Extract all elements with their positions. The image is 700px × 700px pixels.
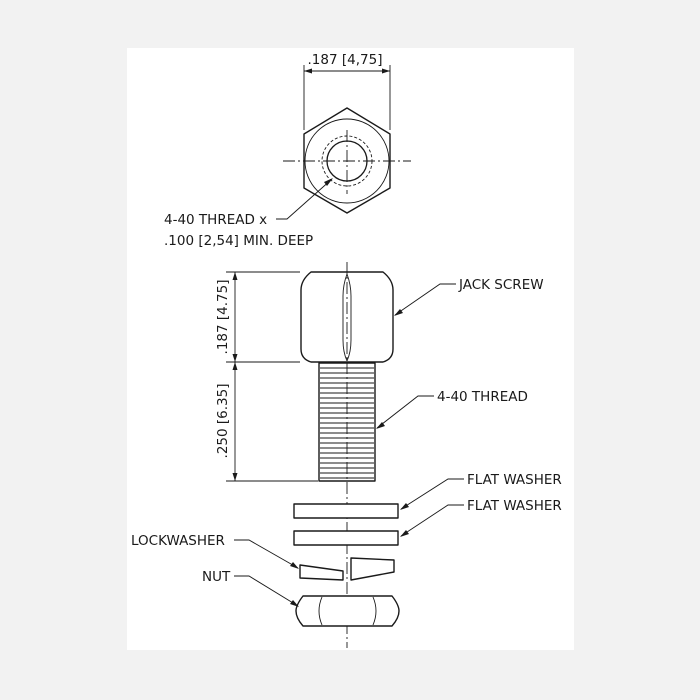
leader-thread <box>376 395 434 429</box>
thread-note-line-2: .100 [2,54] MIN. DEEP <box>164 233 313 249</box>
flat-washer-2 <box>293 530 399 546</box>
leader-arrowhead-flat-washer-2 <box>400 530 409 537</box>
flat-washers: FLAT WASHER FLAT WASHER <box>293 472 562 546</box>
lockwasher: LOCKWASHER <box>131 533 395 581</box>
arrowhead-thread-bottom <box>232 473 238 481</box>
leader-lockwasher <box>234 539 299 569</box>
leader-arrowhead-lockwasher <box>290 562 299 569</box>
lockwasher-left-half <box>299 564 344 581</box>
dimension-hex-height: .187 [4.75] <box>215 280 231 355</box>
label-lockwasher: LOCKWASHER <box>131 533 225 549</box>
arrowhead-left <box>304 68 312 74</box>
leader-jack-screw <box>394 283 456 316</box>
thread-note-line-1: 4-40 THREAD x <box>164 212 267 228</box>
leader-arrowhead-thread-note <box>324 178 333 186</box>
leader-arrowhead-nut <box>290 600 299 607</box>
leader-nut <box>234 575 299 607</box>
dimension-hex-width: .187 [4,75] <box>308 52 383 68</box>
arrowhead-thread-top <box>232 362 238 370</box>
label-flat-washer-2: FLAT WASHER <box>467 498 562 514</box>
label-jack-screw: JACK SCREW <box>458 277 544 293</box>
arrowhead-right <box>382 68 390 74</box>
jack-screw-side-view: .187 [4.75] .250 [6.35] JACK SCREW 4-40 … <box>215 262 544 648</box>
leader-arrowhead-jack-screw <box>394 309 403 316</box>
leader-flat-washer-1 <box>400 478 464 510</box>
nut-face-line-left <box>318 596 323 626</box>
leader-arrowhead-thread <box>376 422 385 429</box>
flat-washer-1 <box>293 503 399 519</box>
lockwasher-right-half <box>350 557 395 581</box>
label-nut: NUT <box>202 569 231 585</box>
top-view: .187 [4,75] 4-40 THREAD x .100 [2,54] MI… <box>164 52 411 249</box>
nut: NUT <box>202 569 400 627</box>
leader-arrowhead-flat-washer-1 <box>400 503 409 510</box>
hex-flat-line-left <box>342 273 348 362</box>
arrowhead-hex-top <box>232 272 238 280</box>
dimension-thread-length: .250 [6.35] <box>215 384 231 459</box>
leader-thread-note <box>276 178 333 220</box>
nut-face-line-right <box>372 596 377 626</box>
leader-flat-washer-2 <box>400 504 464 537</box>
nut-outline <box>295 595 400 627</box>
hex-flat-line-right <box>346 273 352 362</box>
label-flat-washer-1: FLAT WASHER <box>467 472 562 488</box>
arrowhead-hex-bottom <box>232 354 238 362</box>
label-thread: 4-40 THREAD <box>437 389 528 405</box>
